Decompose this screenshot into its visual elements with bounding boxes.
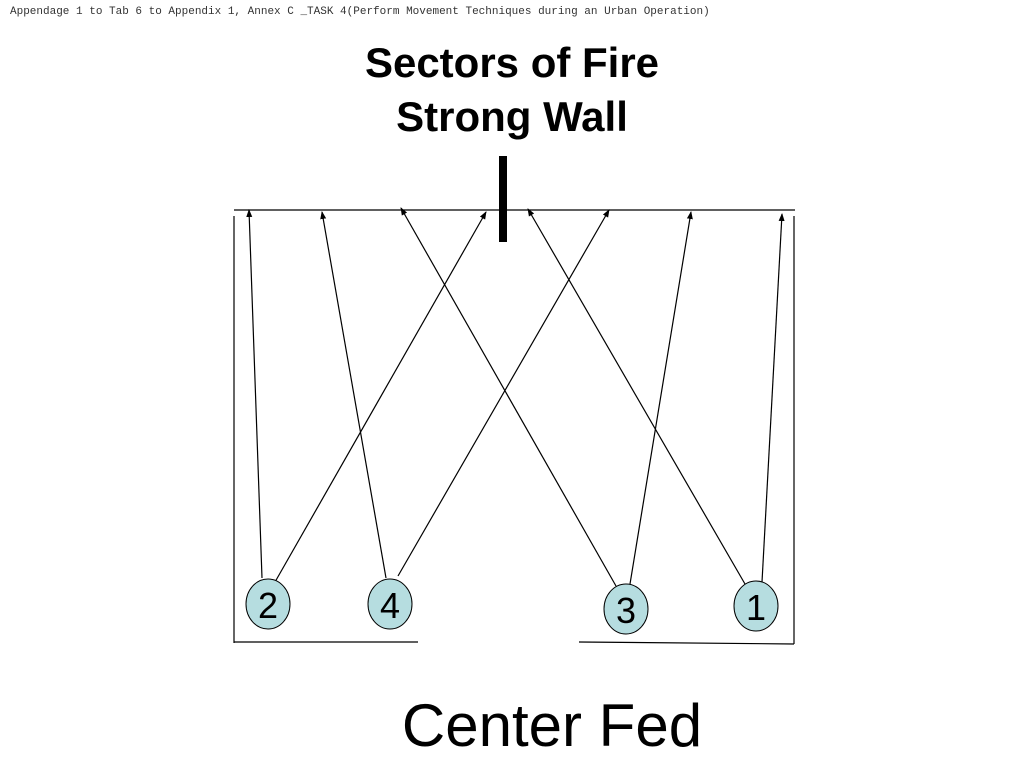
- position-marker: [367, 578, 413, 630]
- document-reference: Appendage 1 to Tab 6 to Appendix 1, Anne…: [10, 6, 710, 18]
- position-3: 3: [603, 583, 649, 635]
- position-label: 1: [746, 587, 766, 628]
- position-4: 4: [367, 578, 413, 630]
- entry-type-label: Center Fed: [401, 692, 703, 759]
- sector-arrow: [761, 213, 785, 583]
- sector-arrow: [400, 207, 617, 587]
- position-2: 2: [245, 578, 291, 630]
- sector-arrow: [629, 211, 693, 585]
- sector-arrow: [527, 208, 746, 585]
- diagram-title: Sectors of Fire Strong Wall: [312, 36, 712, 144]
- position-label: 2: [258, 585, 278, 626]
- position-label: 4: [380, 585, 400, 626]
- sector-arrow: [246, 209, 263, 579]
- position-marker: [603, 583, 649, 635]
- title-line-1: Sectors of Fire: [364, 39, 660, 86]
- position-1: 1: [733, 580, 779, 632]
- room-near-wall-right: [578, 641, 795, 645]
- sector-arrow: [274, 211, 487, 583]
- position-label: 3: [616, 590, 636, 631]
- title-line-2: Strong Wall: [396, 93, 628, 140]
- position-marker: [733, 580, 779, 632]
- sector-arrow: [320, 211, 387, 579]
- position-marker: [245, 578, 291, 630]
- sector-arrow: [397, 209, 610, 577]
